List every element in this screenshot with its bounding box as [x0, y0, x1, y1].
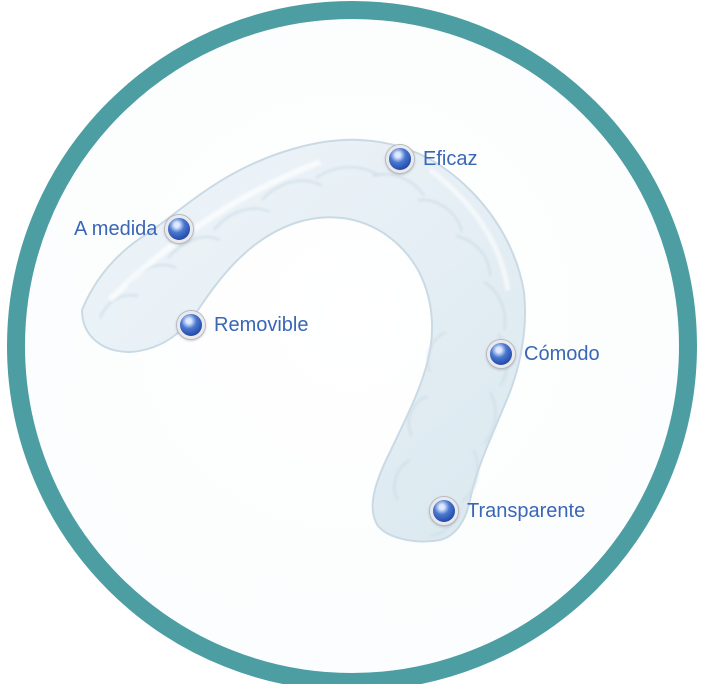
- hotspot-label: Cómodo: [524, 344, 600, 364]
- hotspot-transparente[interactable]: Transparente: [430, 497, 585, 525]
- blue-dot-marker-icon: [177, 311, 205, 339]
- blue-dot-marker-icon: [430, 497, 458, 525]
- hotspot-eficaz[interactable]: Eficaz: [386, 145, 477, 173]
- hotspot-label: Eficaz: [423, 149, 477, 169]
- blue-dot-marker-icon: [165, 215, 193, 243]
- hotspot-label: A medida: [74, 219, 157, 239]
- hotspot-removible[interactable]: Removible: [177, 311, 308, 339]
- blue-dot-marker-icon: [487, 340, 515, 368]
- hotspot-a-medida[interactable]: A medida: [74, 215, 193, 243]
- hotspot-label: Transparente: [467, 501, 585, 521]
- hotspot-comodo[interactable]: Cómodo: [487, 340, 600, 368]
- hotspot-label: Removible: [214, 315, 308, 335]
- blue-dot-marker-icon: [386, 145, 414, 173]
